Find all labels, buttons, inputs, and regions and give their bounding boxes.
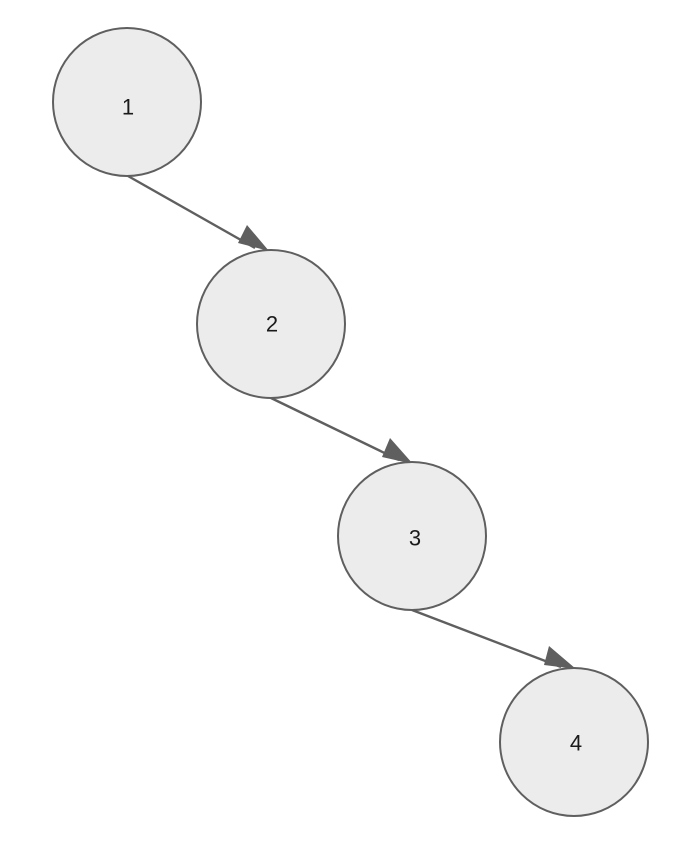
node-1[interactable]: 1 bbox=[52, 27, 202, 177]
edge-arrowhead-2-3 bbox=[382, 438, 413, 464]
node-2-circle[interactable] bbox=[196, 249, 346, 399]
edge-arrowhead-3-4 bbox=[544, 646, 576, 669]
edge-1-to-2[interactable] bbox=[127, 174, 269, 251]
node-3[interactable]: 3 bbox=[337, 461, 487, 611]
node-4-circle[interactable] bbox=[499, 667, 649, 817]
edge-3-to-4[interactable] bbox=[411, 608, 576, 669]
node-4[interactable]: 4 bbox=[499, 667, 649, 817]
edge-line-3-4 bbox=[411, 608, 562, 669]
edge-2-to-3[interactable] bbox=[270, 396, 413, 464]
edge-arrowhead-1-2 bbox=[238, 225, 269, 251]
edge-line-2-3 bbox=[270, 396, 400, 462]
node-2[interactable]: 2 bbox=[196, 249, 346, 399]
node-1-circle[interactable] bbox=[52, 27, 202, 177]
edge-line-1-2 bbox=[127, 174, 256, 250]
edge-group bbox=[127, 174, 576, 669]
node-3-circle[interactable] bbox=[337, 461, 487, 611]
node-group: 1 2 3 4 bbox=[52, 27, 649, 817]
